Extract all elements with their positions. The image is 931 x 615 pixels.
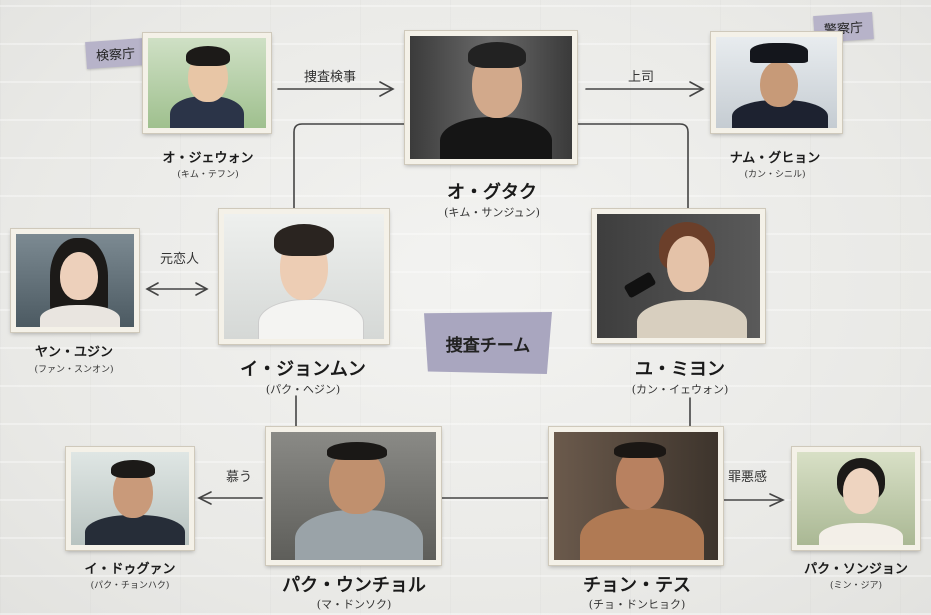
actor-lee-jungmoon: (パク・ヘジン): [265, 383, 341, 396]
name-yoo-mijung: ユ・ミヨン: [635, 359, 725, 380]
photo-nam-gucheon: [711, 32, 842, 133]
actor-oh-gutak: (キム・サンジュン): [444, 206, 540, 219]
actor-yang-yujin: (ファン・スンオン): [34, 365, 114, 375]
photo-lee-jungmoon: [219, 209, 389, 344]
relation-label-former-lover: 元恋人: [160, 252, 200, 267]
photo-yang-yujin: [11, 229, 139, 332]
photo-yoo-mijung: [592, 209, 765, 343]
relation-label-guilt: 罪悪感: [728, 470, 768, 485]
actor-nam-gucheon: (カン・シニル): [744, 170, 806, 180]
photo-jung-taesu: [549, 427, 723, 565]
actor-lee-dogwang: (パク・チョンハク): [90, 581, 170, 591]
photo-park-woongcheol: [266, 427, 441, 565]
photo-oh-jaewon: [143, 33, 271, 133]
actor-park-sunjung: (ミン・ジア): [829, 581, 883, 591]
name-jung-taesu: チョン・テス: [583, 575, 691, 596]
actor-yoo-mijung: (カン・イェウォン): [631, 383, 729, 396]
investigation-team-tag: 捜査チーム: [424, 312, 552, 374]
line-gutak-to-mijung: [575, 123, 689, 211]
actor-jung-taesu: (チョ・ドンヒョク): [588, 598, 686, 611]
name-nam-gucheon: ナム・グヒョン: [729, 151, 821, 166]
name-lee-dogwang: イ・ドゥグァン: [84, 562, 176, 577]
actor-oh-jaewon: (キム・テフン): [177, 170, 239, 180]
actor-park-woongcheol: (マ・ドンソク): [316, 598, 392, 611]
name-oh-gutak: オ・グタク: [447, 182, 537, 203]
arrow-jaewon-to-gutak-head: [379, 81, 395, 97]
photo-park-sunjung: [792, 447, 920, 550]
name-yang-yujin: ヤン・ユジン: [34, 345, 114, 360]
relation-label-boss: 上司: [628, 70, 655, 85]
photo-lee-dogwang: [66, 447, 194, 550]
arrow-gutak-to-nam-head: [689, 81, 705, 97]
relation-label-prosecutor: 捜査検事: [304, 70, 357, 85]
line-gutak-to-jungmoon: [293, 123, 409, 211]
photo-oh-gutak: [405, 31, 577, 164]
name-park-sunjung: パク・ソンジョン: [804, 562, 908, 577]
prosecutor-office-tag: 検察庁: [85, 37, 146, 70]
name-lee-jungmoon: イ・ジョンムン: [240, 359, 366, 380]
relation-label-admire: 慕う: [226, 470, 253, 485]
name-park-woongcheol: パク・ウンチョル: [282, 575, 426, 596]
name-oh-jaewon: オ・ジェウォン: [162, 151, 254, 166]
